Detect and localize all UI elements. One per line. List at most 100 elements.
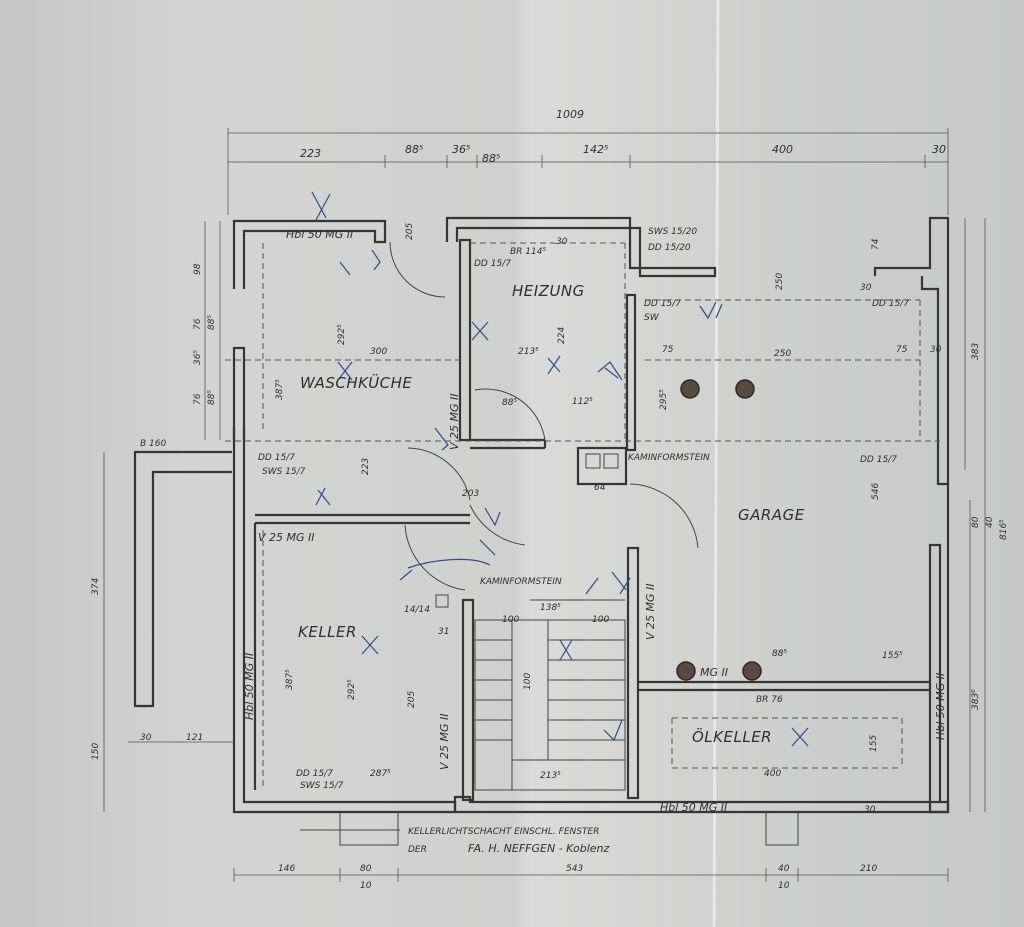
room-label-heizung: HEIZUNG xyxy=(512,282,585,300)
dim-inner-203: 203 xyxy=(462,489,479,499)
punch-hole xyxy=(676,661,696,681)
dim-inner-1385: 138⁵ xyxy=(540,603,561,613)
dim-223: 223 xyxy=(300,147,321,160)
lintel-dd-garage-r: DD 15/7 xyxy=(872,299,909,309)
dim-bottom-146: 146 xyxy=(278,864,295,874)
dim-inner-75b: 75 xyxy=(896,345,908,355)
dim-inner-2875: 287⁵ xyxy=(370,769,391,779)
paper-fold xyxy=(712,0,720,927)
door-swings xyxy=(389,241,699,591)
dim-885b: 88⁵ xyxy=(482,152,500,165)
dim-30-top: 30 xyxy=(932,143,946,156)
dim-inner-30b: 30 xyxy=(860,283,872,293)
dim-inner-546: 546 xyxy=(871,483,881,500)
dim-right-74: 74 xyxy=(871,238,881,250)
wall-hbl-right: Hbl 50 MG II xyxy=(934,673,947,740)
room-label-waschkueche: WASCHKÜCHE xyxy=(300,373,412,392)
dim-inner-30c: 30 xyxy=(930,345,942,355)
wall-hbl-left: Hbl 50 MG II xyxy=(243,653,256,720)
dim-total: 1009 xyxy=(556,108,584,121)
staircase xyxy=(474,599,626,791)
dim-inner-2925: 292⁵ xyxy=(337,324,347,345)
dim-left-98: 98 xyxy=(193,263,203,275)
dim-right-40: 40 xyxy=(985,516,995,528)
wall-mg2: MG II xyxy=(700,666,728,679)
punch-hole xyxy=(742,661,762,681)
lintel-sws-keller: SWS 15/7 xyxy=(300,781,344,791)
dim-right-8165: 816⁵ xyxy=(999,519,1009,540)
left-dimension-lines xyxy=(103,221,234,812)
pen-annotations xyxy=(311,191,809,747)
wall-hbl-bottom: Hbl 50 MG II xyxy=(660,801,727,814)
dim-inner-885: 88⁵ xyxy=(502,398,517,408)
dim-inner-2135b: 213⁵ xyxy=(540,771,561,781)
interior-walls xyxy=(133,238,930,802)
label-kaminformstein-2: KAMINFORMSTEIN xyxy=(480,577,562,587)
exterior-walls xyxy=(232,216,950,814)
dim-inner-1125: 112⁵ xyxy=(572,397,593,407)
wall-hbl-top: Hbl 50 MG II xyxy=(286,228,353,241)
dim-inner-155: 155 xyxy=(869,735,879,752)
dim-bottom-80: 80 xyxy=(360,864,372,874)
dim-left-121: 121 xyxy=(186,733,203,743)
dim-inner-3875b: 387⁵ xyxy=(285,669,295,690)
lintel-b160: B 160 xyxy=(140,439,166,449)
lintel-dd-heiz: DD 15/7 xyxy=(474,259,511,269)
punch-hole xyxy=(680,379,700,399)
dim-inner-885c: 88⁵ xyxy=(772,649,787,659)
dim-inner-205: 205 xyxy=(405,223,415,240)
dim-left-365: 36⁵ xyxy=(193,350,203,365)
dim-left-374: 374 xyxy=(91,578,101,595)
dim-inner-250: 250 xyxy=(774,349,791,359)
light-shafts xyxy=(300,812,799,846)
dim-inner-1000: 100 xyxy=(592,615,609,625)
lintel-dd-top: DD 15/20 xyxy=(648,243,691,253)
wall-v25-keller-right: V 25 MG II xyxy=(438,713,451,770)
lintel-dd-wasch: DD 15/7 xyxy=(258,453,295,463)
dim-inner-2135: 213⁵ xyxy=(518,347,539,357)
label-kaminformstein-1: KAMINFORMSTEIN xyxy=(628,453,710,463)
dim-inner-224: 224 xyxy=(557,327,567,344)
dim-inner-100: 100 xyxy=(502,615,519,625)
dim-inner-2955: 295⁵ xyxy=(659,389,669,410)
dim-inner-2925b: 292⁵ xyxy=(347,679,357,700)
dim-left-76: 76 xyxy=(193,318,203,330)
lintel-sws-wasch: SWS 15/7 xyxy=(262,467,306,477)
dim-inner-300: 300 xyxy=(370,347,387,357)
room-label-garage: GARAGE xyxy=(738,506,805,524)
dim-inner-30d: 30 xyxy=(864,805,876,815)
dim-left-885: 88⁵ xyxy=(207,315,217,330)
right-dimension-lines xyxy=(964,218,986,812)
dim-right-3836: 383⁶ xyxy=(971,689,981,710)
dim-bottom-543: 543 xyxy=(566,864,583,874)
dim-885: 88⁵ xyxy=(405,143,423,156)
dim-bottom-10: 10 xyxy=(360,881,372,891)
dim-inner-100b: 100 xyxy=(523,673,533,690)
top-dimension-lines xyxy=(227,128,949,215)
lintel-br-heiz: BR 114⁵ xyxy=(510,247,546,257)
dim-inner-1555: 155⁵ xyxy=(882,651,903,661)
dim-inner-64: 64 xyxy=(594,483,606,493)
dim-left-150: 150 xyxy=(91,743,101,760)
lintel-sw: SW xyxy=(644,313,660,323)
lintel-dd-garage-l: DD 15/7 xyxy=(644,299,681,309)
wall-v25-garage: V 25 MG II xyxy=(644,583,657,640)
note-lichtschacht: KELLERLICHTSCHACHT EINSCHL. FENSTER xyxy=(408,827,599,837)
room-label-oelkeller: ÖLKELLER xyxy=(692,727,772,746)
dashed-lines xyxy=(225,242,940,790)
dim-inner-1414: 14/14 xyxy=(404,605,430,615)
note-company: FA. H. NEFFGEN - Koblenz xyxy=(468,842,609,855)
dim-right-80: 80 xyxy=(971,516,981,528)
dim-bottom-210: 210 xyxy=(860,864,877,874)
dim-bottom-40: 40 xyxy=(778,864,790,874)
lintel-br-oel: BR 76 xyxy=(756,695,783,705)
dim-inner-250b: 250 xyxy=(775,273,785,290)
dim-right-383: 383 xyxy=(971,343,981,360)
dim-inner-223: 223 xyxy=(361,458,371,475)
dim-1425: 142⁵ xyxy=(583,143,608,156)
dim-left-30: 30 xyxy=(140,733,152,743)
dim-left-76b: 76 xyxy=(193,393,203,405)
dim-400: 400 xyxy=(772,143,793,156)
